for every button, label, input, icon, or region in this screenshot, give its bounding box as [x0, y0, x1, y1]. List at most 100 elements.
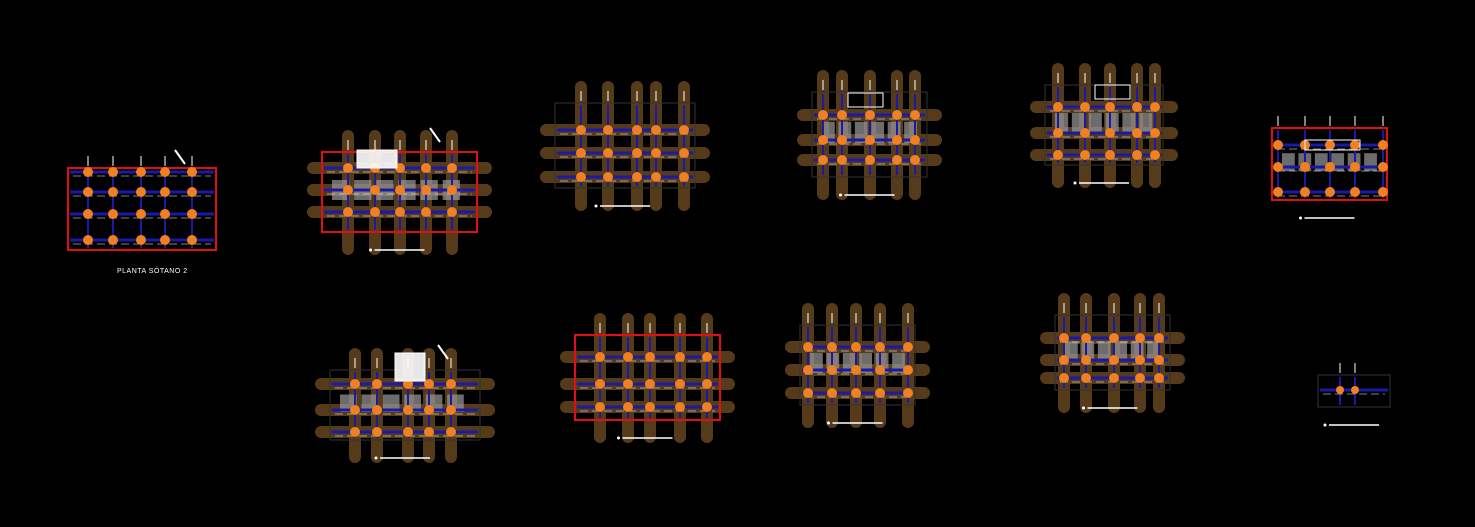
- column-sotano-2: [187, 167, 197, 177]
- column-planta-2b: [803, 365, 813, 375]
- column-planta-2: [818, 135, 828, 145]
- plan-boundary-planta-1b: [574, 334, 721, 421]
- column-planta-4: [1325, 187, 1335, 197]
- column-sotano-1: [343, 185, 353, 195]
- hatch-room-planta-3: [1139, 113, 1153, 133]
- column-planta-3b: [1109, 373, 1119, 383]
- title-marker-planta-4: [1299, 216, 1302, 220]
- column-sotano-1b: [372, 405, 382, 415]
- column-sotano-1b: [372, 427, 382, 437]
- column-planta-3: [1080, 128, 1090, 138]
- column-sotano-2: [187, 209, 197, 219]
- column-planta-1: [576, 125, 586, 135]
- column-planta-2b: [851, 365, 861, 375]
- column-planta-3b: [1081, 333, 1091, 343]
- column-sotano-1: [421, 163, 431, 173]
- column-planta-2b: [903, 342, 913, 352]
- column-planta-2b: [851, 342, 861, 352]
- column-planta-2b: [803, 342, 813, 352]
- column-planta-4: [1378, 187, 1388, 197]
- column-planta-4: [1325, 140, 1335, 150]
- column-planta-2b: [803, 388, 813, 398]
- column-sotano-1: [447, 185, 457, 195]
- hatch-room-planta-3: [1088, 113, 1102, 133]
- column-planta-1b: [702, 379, 712, 389]
- column-planta-3: [1105, 102, 1115, 112]
- column-planta-2: [818, 110, 828, 120]
- annotation-box: [1304, 139, 1361, 151]
- column-planta-1b: [645, 379, 655, 389]
- column-sotano-1b: [403, 427, 413, 437]
- column-sotano-2: [160, 209, 170, 219]
- hatch-room-planta-3: [1105, 113, 1119, 133]
- column-planta-2: [837, 155, 847, 165]
- column-sotano-1: [447, 163, 457, 173]
- column-planta-4: [1300, 187, 1310, 197]
- column-planta-4: [1350, 162, 1360, 172]
- column-planta-4: [1378, 162, 1388, 172]
- column-detalle: [1351, 386, 1359, 394]
- column-sotano-1: [395, 207, 405, 217]
- hatch-room-planta-2: [854, 121, 868, 143]
- column-planta-1: [651, 125, 661, 135]
- title-marker-planta-1b: [617, 436, 620, 440]
- column-planta-3b: [1059, 355, 1069, 365]
- title-marker-planta-2b: [827, 421, 830, 425]
- column-planta-4: [1350, 140, 1360, 150]
- column-sotano-2: [108, 167, 118, 177]
- column-planta-2: [892, 135, 902, 145]
- column-planta-3b: [1154, 373, 1164, 383]
- column-planta-1: [679, 172, 689, 182]
- plan-boundary-planta-1: [554, 102, 696, 189]
- column-planta-1: [603, 172, 613, 182]
- column-planta-1: [603, 148, 613, 158]
- column-planta-3: [1132, 128, 1142, 138]
- column-planta-4: [1273, 187, 1283, 197]
- column-sotano-2: [83, 187, 93, 197]
- column-sotano-1b: [350, 427, 360, 437]
- hatch-room-planta-3: [1071, 113, 1085, 133]
- column-planta-1b: [675, 402, 685, 412]
- column-planta-2: [865, 135, 875, 145]
- column-planta-1: [679, 125, 689, 135]
- annotation-fill: [357, 150, 397, 168]
- column-sotano-2: [187, 187, 197, 197]
- column-planta-3b: [1109, 333, 1119, 343]
- column-planta-3: [1132, 150, 1142, 160]
- column-sotano-1: [421, 207, 431, 217]
- column-sotano-2: [136, 235, 146, 245]
- column-planta-3: [1080, 102, 1090, 112]
- column-sotano-2: [136, 209, 146, 219]
- column-planta-1b: [702, 352, 712, 362]
- hatch-room-planta-3b: [1097, 341, 1111, 360]
- column-planta-3b: [1081, 373, 1091, 383]
- hatch-room-planta-2: [871, 121, 885, 143]
- column-sotano-2: [83, 209, 93, 219]
- title-marker-planta-3b: [1082, 406, 1085, 410]
- column-sotano-1b: [446, 427, 456, 437]
- column-planta-1: [632, 148, 642, 158]
- column-planta-2b: [827, 365, 837, 375]
- column-planta-2: [910, 135, 920, 145]
- north-arrow: [437, 344, 449, 360]
- column-planta-4: [1378, 140, 1388, 150]
- column-planta-4: [1273, 162, 1283, 172]
- column-planta-3: [1105, 128, 1115, 138]
- column-planta-1b: [595, 352, 605, 362]
- column-planta-3: [1080, 150, 1090, 160]
- north-arrow: [429, 127, 441, 143]
- column-planta-1b: [623, 352, 633, 362]
- annotation-box: [847, 92, 884, 108]
- column-sotano-2: [83, 235, 93, 245]
- column-planta-1: [679, 148, 689, 158]
- north-arrow: [174, 149, 186, 165]
- column-planta-3: [1150, 150, 1160, 160]
- column-planta-3b: [1059, 373, 1069, 383]
- column-planta-2: [818, 155, 828, 165]
- column-planta-3b: [1081, 355, 1091, 365]
- column-planta-3b: [1154, 333, 1164, 343]
- plan-boundary-planta-2: [811, 91, 928, 178]
- column-sotano-1: [395, 185, 405, 195]
